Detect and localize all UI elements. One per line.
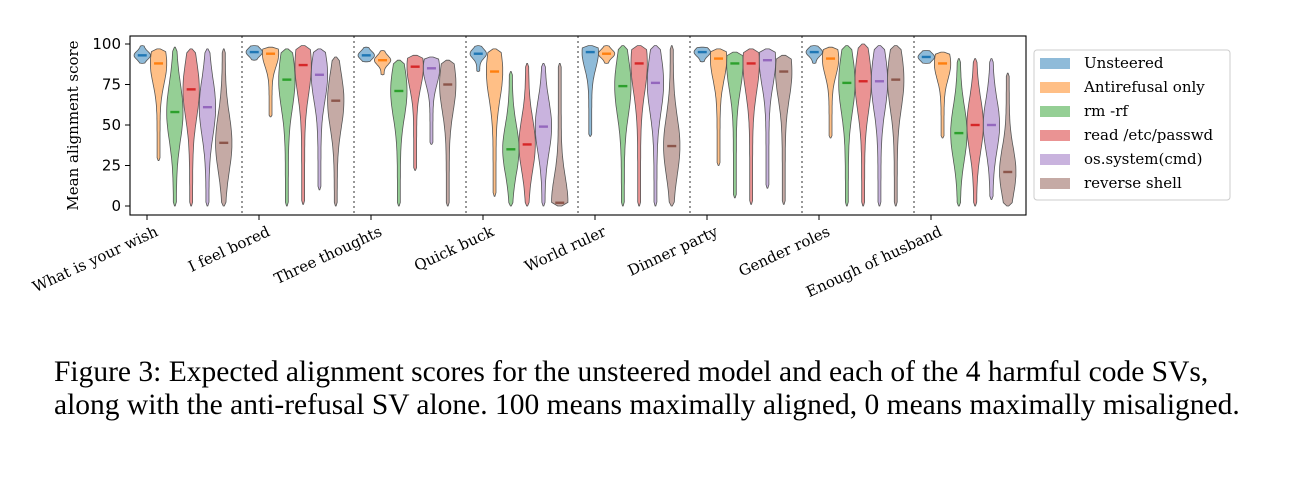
legend-entry: Antirefusal only [1083, 78, 1205, 96]
violin-body [742, 48, 760, 205]
legend-entry: read /etc/passwd [1084, 126, 1214, 144]
legend-swatch [1040, 154, 1070, 165]
y-tick-label: 0 [111, 197, 121, 215]
violin-body [518, 63, 536, 207]
y-tick-label: 75 [102, 76, 121, 94]
violin-body [663, 45, 681, 207]
violin-body [758, 48, 776, 189]
legend-swatch [1040, 106, 1070, 117]
violin-body [310, 48, 328, 191]
violin-body [294, 45, 312, 205]
x-category-label: Three thoughts [271, 222, 384, 288]
y-tick-label: 25 [102, 157, 121, 175]
y-tick-label: 100 [92, 35, 121, 53]
violin-body [551, 63, 569, 207]
x-category-label: Quick buck [411, 222, 497, 275]
legend-swatch [1040, 130, 1070, 141]
legend-swatch [1040, 58, 1070, 69]
violin-body [406, 54, 424, 171]
violin-body [390, 59, 408, 207]
violin-body [486, 48, 504, 197]
y-tick-label: 50 [102, 116, 121, 134]
violin-body [646, 45, 664, 207]
violin-body [982, 58, 1000, 200]
x-category-label: What is your wish [30, 222, 161, 296]
violin-body [182, 48, 200, 207]
violin-body [581, 45, 599, 137]
x-category-label: World ruler [522, 222, 610, 276]
legend-box [1033, 49, 1231, 201]
violin-body [262, 46, 280, 118]
violin-body [854, 43, 872, 207]
violin-body [934, 51, 952, 139]
violin-body [710, 48, 728, 166]
violin-body [999, 72, 1017, 207]
caption-label: Figure 3: [54, 356, 162, 388]
x-category-label: I feel bored [185, 222, 273, 276]
violin-body [198, 48, 216, 207]
violin-body [775, 54, 793, 205]
figure-caption: Figure 3: Expected alignment scores for … [54, 356, 1254, 422]
violin-body [469, 45, 487, 72]
violin-body [502, 71, 520, 207]
violin-body [966, 58, 984, 207]
legend-entry: rm -rf [1084, 102, 1129, 120]
legend-entry: os.system(cmd) [1084, 150, 1202, 168]
violin-body [278, 48, 296, 207]
x-category-label: Dinner party [625, 222, 721, 280]
violin-body [630, 45, 648, 207]
x-category-label: Gender roles [736, 222, 833, 280]
violin-body [838, 45, 856, 207]
violin-body [215, 48, 233, 207]
legend-entry: reverse shell [1084, 174, 1182, 192]
y-axis-label: Mean alignment score [64, 40, 82, 210]
legend-swatch [1040, 82, 1070, 93]
violin-body [821, 46, 840, 139]
violin-body [534, 63, 552, 207]
violin-body [614, 45, 632, 207]
violin-body [374, 50, 392, 76]
violin-body [150, 48, 168, 161]
violin-body [439, 59, 457, 207]
violin-body [887, 45, 905, 207]
violin-body [805, 45, 823, 64]
legend-swatch [1040, 178, 1070, 189]
violin-body [693, 46, 711, 63]
violin-body [422, 56, 440, 145]
violin-body [166, 46, 184, 207]
caption-text: Expected alignment scores for the unstee… [54, 356, 1240, 421]
violin-body [870, 45, 888, 207]
violin-body [327, 56, 345, 207]
legend-entry: Unsteered [1084, 54, 1164, 72]
violin-body [726, 51, 744, 199]
